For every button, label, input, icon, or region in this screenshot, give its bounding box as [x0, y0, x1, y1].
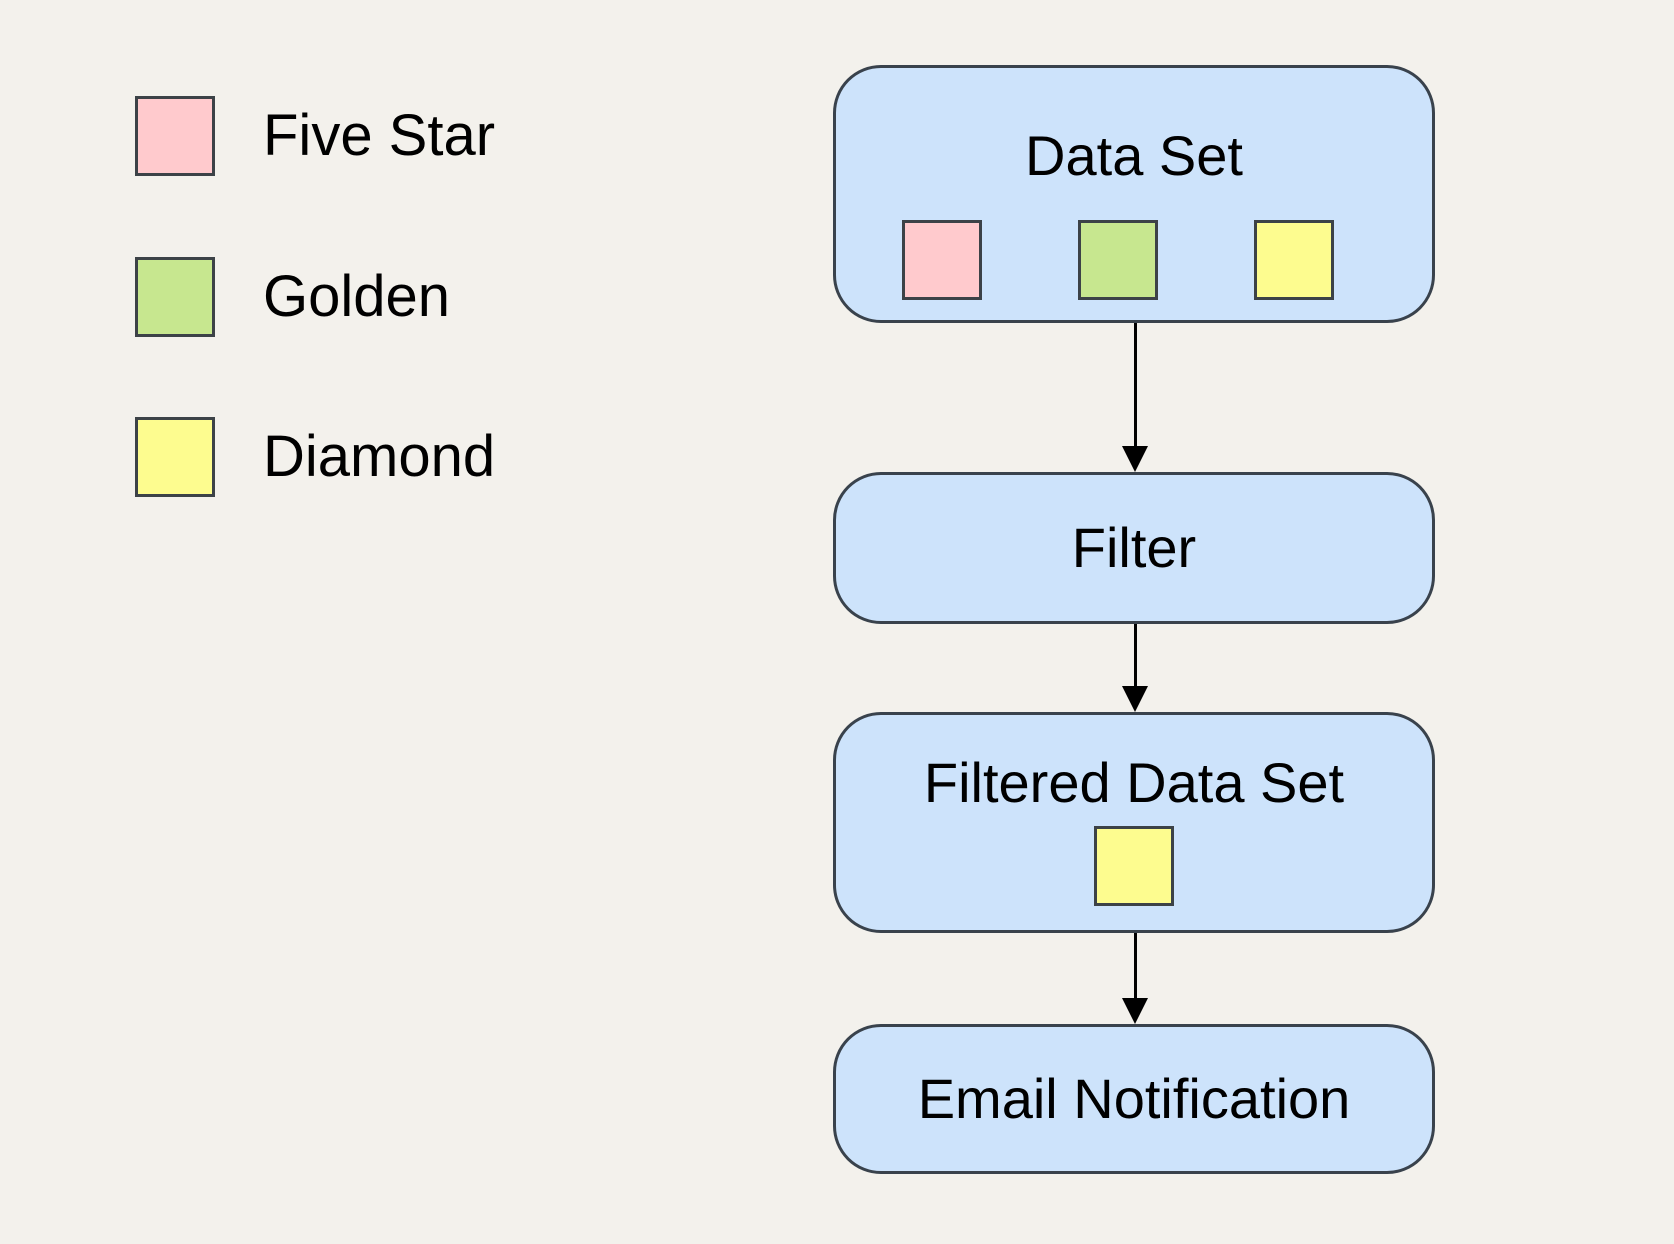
- node-filtered-data-set-label: Filtered Data Set: [923, 751, 1345, 814]
- golden-color-swatch: [135, 257, 215, 337]
- node-filtered-data-set: Filtered Data Set: [833, 712, 1435, 933]
- diamond-color-swatch: [135, 417, 215, 497]
- arrow-head-icon: [1122, 998, 1148, 1024]
- arrow-line: [1133, 323, 1137, 458]
- node-email-notification-label: Email Notification: [917, 1067, 1351, 1130]
- data-set-five-star-swatch: [902, 220, 982, 300]
- node-data-set-label: Data Set: [1025, 124, 1243, 187]
- legend-label-golden: Golden: [263, 264, 451, 329]
- data-set-swatch-row: [820, 220, 1416, 300]
- arrow-head-icon: [1122, 686, 1148, 712]
- data-set-diamond-swatch: [1254, 220, 1334, 300]
- legend-item-golden: Golden: [135, 257, 450, 337]
- legend-item-five-star: Five Star: [135, 96, 495, 176]
- arrow-line: [1133, 933, 1137, 1010]
- node-filter-label: Filter: [1071, 516, 1197, 579]
- arrow-line: [1133, 624, 1137, 698]
- legend-item-diamond: Diamond: [135, 417, 495, 497]
- node-data-set: Data Set: [833, 65, 1435, 323]
- legend-label-five-star: Five Star: [263, 103, 496, 168]
- node-filter: Filter: [833, 472, 1435, 624]
- filtered-data-set-diamond-swatch: [1094, 826, 1174, 906]
- node-email-notification: Email Notification: [833, 1024, 1435, 1174]
- filtered-data-set-swatch-row: [836, 826, 1432, 906]
- arrow-head-icon: [1122, 446, 1148, 472]
- legend-label-diamond: Diamond: [263, 424, 496, 489]
- data-set-golden-swatch: [1078, 220, 1158, 300]
- five-star-color-swatch: [135, 96, 215, 176]
